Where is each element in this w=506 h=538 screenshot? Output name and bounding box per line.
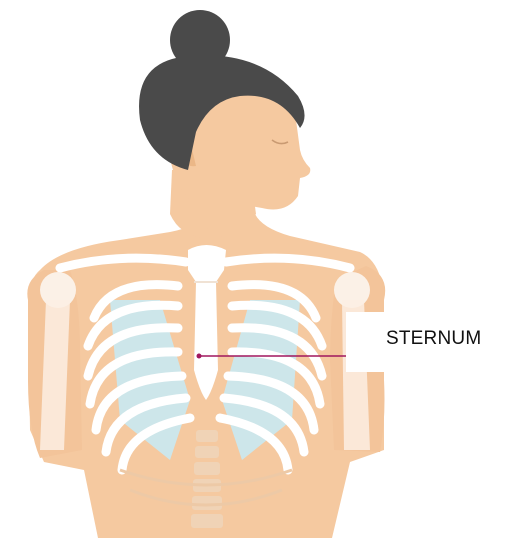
sternum-label: STERNUM: [386, 328, 481, 350]
leader-dot: [197, 354, 202, 359]
